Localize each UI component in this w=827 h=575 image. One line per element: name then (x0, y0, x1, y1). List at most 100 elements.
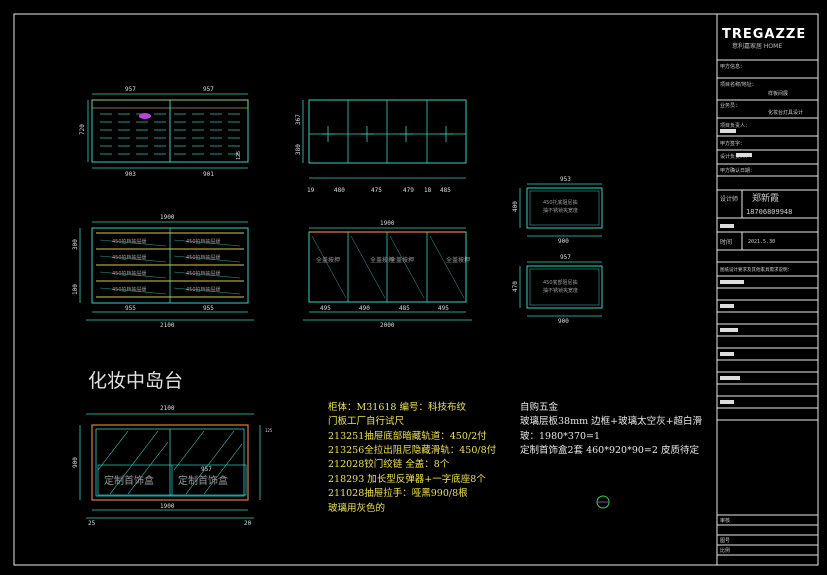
note-line: 定制首饰盒2套 460*920*90=2 皮质待定 (520, 444, 699, 456)
dim-label: 495 (320, 305, 331, 312)
shelf-label: 450拍档抽屉缓 (112, 286, 147, 293)
door-label: 全盖按押 (446, 256, 470, 264)
approve-label: 审核 (720, 517, 730, 524)
dim-label: 19 (307, 187, 315, 194)
note-line: 211028抽屉拉手：哑黑990/8根 (328, 487, 468, 499)
dim-label: 300 (72, 239, 79, 250)
shelf-label: 450拍档抽屉缓 (186, 238, 221, 245)
scale-label: 比例 (720, 547, 730, 554)
note-line: 门板工厂自行试尺 (328, 415, 405, 427)
door-label: 全盖按押 (390, 256, 414, 264)
dim-label: 479 (403, 187, 414, 194)
shelf-label: 450拍档抽屉缓 (186, 254, 221, 261)
dim-label: 1900 (160, 214, 175, 221)
door-label: 全盖按押 (316, 256, 340, 264)
dim-label: 380 (295, 144, 302, 155)
note-line: 213251抽屉底部暗藏轨道：450/2付 (328, 430, 487, 442)
drawer-note: 450底部阻尼抽抽不锈锁夹宽度 (543, 279, 578, 294)
note-line: 自购五金 (520, 401, 559, 413)
dim-label: 25 (88, 520, 96, 527)
dim-label: 400 (512, 201, 519, 212)
dim-label: 475 (371, 187, 382, 194)
notes-label: 图纸设计要求及其他家具需求说明： (720, 266, 792, 273)
drawer-section-view: 1900 450拍档抽屉缓 450拍档抽屉缓 450拍档抽屉缓 450拍档抽屉缓… (72, 214, 254, 329)
date-value: 2021.5.30 (748, 239, 775, 245)
origin-marker (596, 495, 610, 509)
dim-label: 2100 (160, 322, 175, 329)
dim-label: 900 (558, 238, 569, 245)
field-label: 业务员： (720, 102, 740, 109)
shelf-label: 450拍档抽屉缓 (112, 238, 147, 245)
box-label: 定制首饰盒 (104, 474, 154, 487)
dim-label: 955 (125, 305, 136, 312)
drawing-no-label: 图号 (720, 538, 730, 544)
dim-label: 100 (72, 284, 79, 295)
note-line: 218293 加长型反弹器+一字底座8个 (328, 473, 486, 485)
shelf-label: 450拍档抽屉缓 (186, 270, 221, 277)
dim-label: 480 (334, 187, 345, 194)
shelf-label: 450拍档抽屉缓 (112, 270, 147, 277)
dim-label: 490 (359, 305, 370, 312)
dim-label: 2100 (160, 405, 175, 412)
dim-label: 953 (560, 176, 571, 183)
custom-notes: 自购五金 玻璃层板38mm 边框+玻璃太空灰+超白滑 玻：1980*370=1 … (520, 401, 703, 456)
dim-label: 957 (201, 466, 212, 473)
island-top-view: 2100 定制首饰盒 定制首饰盒 957 900 125 1900 25 20 (72, 405, 273, 527)
field-label: 设计负责人： (720, 153, 750, 160)
field-label: 甲方签字： (720, 140, 745, 147)
field-label: 项目负责人： (720, 122, 750, 129)
dim-label: 957 (203, 86, 214, 93)
door-label: 全盖按押 (370, 256, 394, 264)
dim-label: 2000 (380, 322, 395, 329)
dim-label: 485 (399, 305, 410, 312)
dim-label: 955 (203, 305, 214, 312)
field-value: 化妆台灯具设计 (768, 109, 803, 116)
dim-label: 900 (72, 457, 79, 468)
dim-label: 1900 (380, 220, 395, 227)
dim-label: 1900 (160, 503, 175, 510)
dim-label: 20 (244, 520, 252, 527)
dim-label: 903 (125, 171, 136, 178)
note-line: 玻璃层板38mm 边框+玻璃太空灰+超白滑 (520, 415, 703, 427)
dim-label: 470 (512, 281, 519, 292)
note-line: 柜体：M31618 编号：科技布纹 (328, 401, 466, 413)
dim-label: 901 (203, 171, 214, 178)
box-label: 定制首饰盒 (178, 474, 228, 487)
field-label: 甲方信息： (720, 63, 745, 70)
note-line: 玻璃用灰色的 (328, 502, 385, 514)
shelf-label: 450拍档抽屉缓 (186, 286, 221, 293)
drawer-note: 450托底阻尼抽抽不锈锁夹宽度 (543, 199, 578, 214)
dim-label: 900 (558, 318, 569, 325)
dim-label: 720 (79, 124, 86, 135)
brand-subtitle: 意利嘉家居 HOME (732, 42, 782, 50)
date-label: 时间 (720, 238, 732, 246)
handle-mark (139, 113, 151, 119)
drawer-detail-top: 953 450托底阻尼抽抽不锈锁夹宽度 400 900 (512, 176, 603, 245)
note-line: 玻：1980*370=1 (520, 430, 600, 442)
door-elevation-view: 1900 全盖按押 全盖按押 全盖按押 全盖按押 495 490 485 495… (303, 220, 472, 329)
dim-label: 485 (440, 187, 451, 194)
section-title: 化妆中岛台 (88, 370, 183, 392)
hardware-notes: 柜体：M31618 编号：科技布纹 门板工厂自行试尺 213251抽屉底部暗藏轨… (328, 401, 497, 514)
dim-label: 957 (560, 254, 571, 261)
cabinet-elevation-top: 367 380 19 480 475 479 18 485 (295, 99, 467, 194)
dim-label: 125 (265, 428, 273, 433)
designer-phone: 18706809948 (746, 208, 792, 216)
dim-label: 495 (438, 305, 449, 312)
dim-label: 367 (295, 114, 302, 125)
field-value: 样板间展 (768, 90, 788, 97)
title-block: TREGAZZE 意利嘉家居 HOME 甲方信息： (716, 13, 819, 566)
field-label: 项目名称/地址： (720, 81, 757, 88)
dim-label: 125 (236, 151, 242, 160)
designer-label: 设计师 (720, 195, 738, 203)
dim-label: 18 (424, 187, 432, 194)
note-line: 213256全拉出阻尼隐藏滑轨：450/8付 (328, 444, 497, 456)
front-view: 957 957 720 125 903 901 (79, 86, 249, 178)
note-line: 212028铰门绞链 全盖：8个 (328, 458, 450, 470)
shelf-label: 450拍档抽屉缓 (112, 254, 147, 261)
drawer-detail-bottom: 957 450底部阻尼抽抽不锈锁夹宽度 470 900 (512, 254, 603, 325)
field-label: 甲方确认日期： (720, 167, 755, 174)
dim-label: 957 (125, 86, 136, 93)
designer-name: 郑新霞 (752, 192, 779, 204)
brand-logo: TREGAZZE (722, 27, 806, 42)
